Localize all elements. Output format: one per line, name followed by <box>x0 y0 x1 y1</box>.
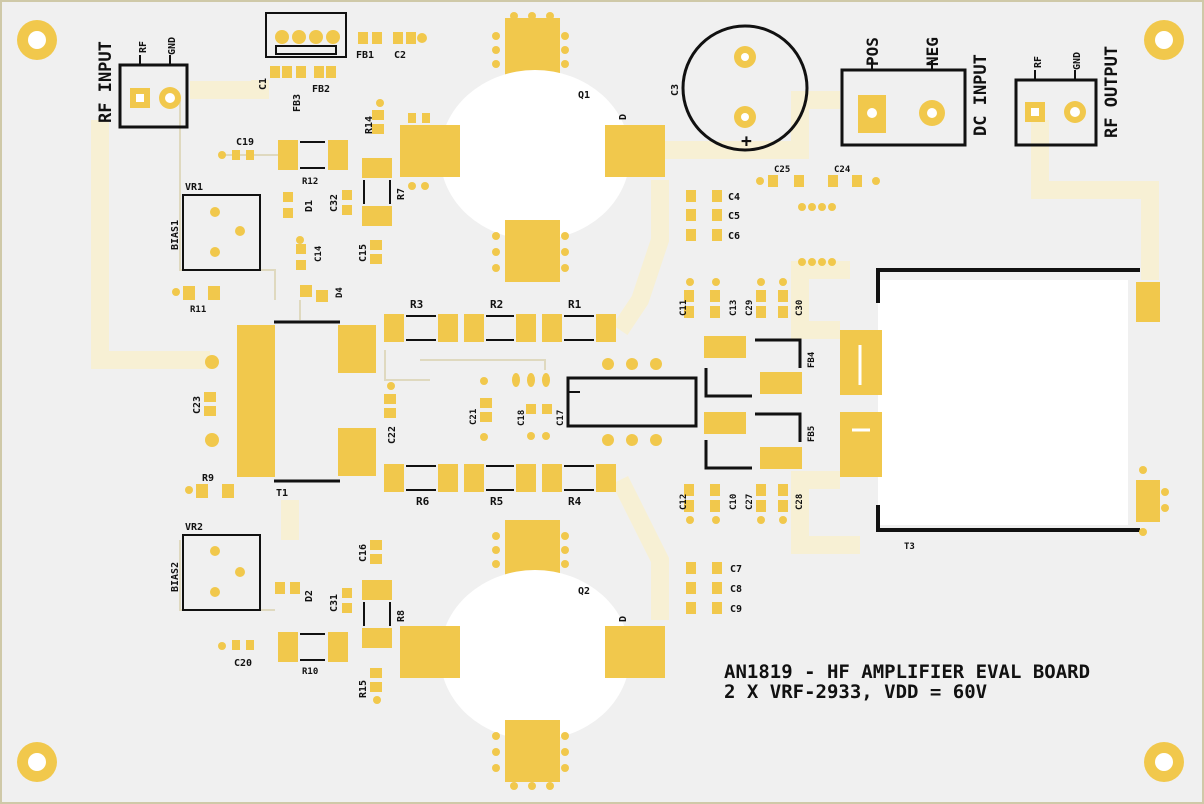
label-c19: C19 <box>236 137 254 148</box>
label-t1: T1 <box>276 488 288 499</box>
label-label: DC INPUT <box>971 54 991 136</box>
label-d1: D1 <box>304 200 315 212</box>
label-c28: C28 <box>795 494 805 510</box>
label-c21: C21 <box>469 409 479 425</box>
label-d1-drain: D <box>618 114 629 120</box>
label-fb2: FB2 <box>312 84 330 95</box>
c7-c9-caps: C7 C8 C9 <box>686 562 742 615</box>
c4-c6-caps: C4 C5 C6 C25 C24 <box>686 165 880 266</box>
label-c22: C22 <box>387 426 398 444</box>
label-c30: C30 <box>795 300 805 316</box>
label-c29: C29 <box>745 300 755 316</box>
label-fb3: FB3 <box>292 94 303 112</box>
label-c16: C16 <box>358 544 369 562</box>
label-d4: D4 <box>335 287 345 298</box>
four-pin-header <box>265 12 347 58</box>
label-c17: C17 <box>556 410 566 426</box>
copper-traces <box>91 80 1159 620</box>
board-title: AN1819 - HF AMPLIFIER EVAL BOARD 2 X VRF… <box>724 661 1090 703</box>
label-c3: C3 <box>670 84 681 96</box>
label-c24: C24 <box>834 165 851 175</box>
label-c18: C18 <box>517 410 527 426</box>
label-r2: R2 <box>490 298 503 311</box>
rf-input-pin-rf: RF <box>138 41 149 53</box>
label-fb1: FB1 <box>356 50 374 61</box>
label-bias2: BIAS2 <box>170 562 181 592</box>
label-c20: C20 <box>234 658 252 669</box>
q1-label: Q1 <box>578 90 590 101</box>
label-t3: T3 <box>904 542 915 552</box>
label-r3: R3 <box>410 298 423 311</box>
label-r10: R10 <box>302 667 318 677</box>
label-c32: C32 <box>329 194 340 212</box>
fb4-fb5-area: FB4 FB5 C11 C13 C29 C30 C12 C10 C27 C28 <box>679 278 817 524</box>
q1-transistor: Q1 D <box>400 12 665 282</box>
label-r15: R15 <box>358 680 369 698</box>
label-fb5: FB5 <box>807 426 817 442</box>
label-d2: D2 <box>304 590 315 602</box>
label-r8: R8 <box>396 610 407 622</box>
q2-label: Q2 <box>578 586 590 597</box>
label-c5: C5 <box>728 211 740 222</box>
t1-transformer: T1 C23 R9 C22 <box>185 320 398 499</box>
label-r7: R7 <box>396 188 407 200</box>
label-c3-plus: + <box>741 131 752 152</box>
smd-top-left: C1 FB3 FB2 FB1 C2 <box>258 32 427 112</box>
label-r14: R14 <box>364 116 375 134</box>
t3-transformer: T3 <box>840 268 1169 552</box>
label-c10: C10 <box>729 494 739 510</box>
label-c15: C15 <box>358 244 369 262</box>
label-vr2: VR2 <box>185 522 203 533</box>
rf-output-connector: RF GND RF OUTPUT <box>1014 46 1122 147</box>
board-title-line1: AN1819 - HF AMPLIFIER EVAL BOARD <box>724 661 1090 683</box>
board-title-line2: 2 X VRF-2933, VDD = 60V <box>724 681 987 703</box>
rf-input-connector: RF INPUT RF GND <box>96 37 189 129</box>
center-ic: C21 C18 C17 <box>469 358 698 446</box>
label-c7: C7 <box>730 564 742 575</box>
label-r11: R11 <box>190 305 206 315</box>
label-c9: C9 <box>730 604 742 615</box>
label-bias1: BIAS1 <box>170 220 181 250</box>
label-r12: R12 <box>302 177 318 187</box>
label-c11: C11 <box>679 300 689 316</box>
label-pin1: POS <box>863 37 882 66</box>
dc-input-connector: POS NEG DC INPUT <box>840 37 991 147</box>
label-c1: C1 <box>258 78 269 90</box>
label-r6: R6 <box>416 495 430 508</box>
label-pin2: GND <box>1072 52 1083 70</box>
label-c8: C8 <box>730 584 742 595</box>
label-c13: C13 <box>729 300 739 316</box>
label-c23: C23 <box>192 396 203 414</box>
rf-input-label: RF INPUT <box>96 41 116 123</box>
label-r9: R9 <box>202 473 214 484</box>
label-r4: R4 <box>568 495 582 508</box>
c3-capacitor: C3 + <box>670 24 809 152</box>
resistor-row-bottom: R6 R5 R4 <box>384 464 616 508</box>
label-label: RF OUTPUT <box>1102 46 1122 138</box>
label-c27: C27 <box>745 494 755 510</box>
label-c14: C14 <box>314 245 324 262</box>
label-d2-drain: D <box>618 616 629 622</box>
resistor-row-top: R3 R2 R1 <box>384 298 616 342</box>
rf-input-pin-gnd: GND <box>167 37 178 55</box>
label-c2: C2 <box>394 50 406 61</box>
label-c6: C6 <box>728 231 740 242</box>
label-c4: C4 <box>728 192 740 203</box>
label-c25: C25 <box>774 165 790 175</box>
label-fb4: FB4 <box>807 351 817 368</box>
label-pin2: NEG <box>923 37 942 66</box>
mounting-holes <box>17 20 1184 782</box>
bias1-area: VR1 BIAS1 C19 R12 D1 C14 D4 R11 C32 R7 R… <box>170 99 429 315</box>
label-vr1: VR1 <box>185 182 203 193</box>
label-r5: R5 <box>490 495 503 508</box>
label-c12: C12 <box>679 494 689 510</box>
q2-transistor: Q2 D <box>400 520 665 790</box>
label-c31: C31 <box>329 594 340 612</box>
label-r1: R1 <box>568 298 582 311</box>
bias2-area: VR2 BIAS2 D2 C20 R10 C16 C31 R8 R15 <box>170 522 407 704</box>
label-pin1: RF <box>1033 56 1044 68</box>
